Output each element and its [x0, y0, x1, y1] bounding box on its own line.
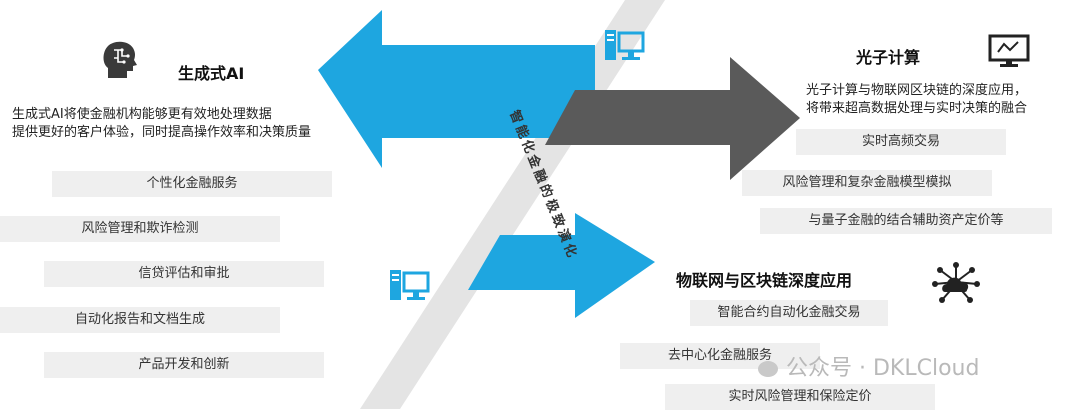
computer-icon-bottom: [390, 270, 430, 300]
right-top-desc-line1: 光子计算与物联网区块链的深度应用，: [806, 83, 1028, 98]
monitor-icon: [988, 34, 1030, 67]
left-item-1: 个性化金融服务: [52, 171, 332, 197]
left-title: 生成式AI: [178, 64, 245, 83]
brain-head-icon: [103, 41, 137, 78]
left-item-3: 信贷评估和审批: [44, 261, 324, 287]
wechat-logo-icon: [758, 361, 778, 377]
right-bottom-title: 物联网与区块链深度应用: [676, 271, 853, 290]
right-bottom-item-1: 智能合约自动化金融交易: [690, 300, 888, 326]
right-top-title: 光子计算: [856, 48, 921, 67]
right-bottom-item-2: 去中心化金融服务: [620, 343, 820, 369]
watermark-text: 公众号 · DKLCloud: [786, 356, 980, 381]
left-desc-line2: 提供更好的客户体验，同时提高操作效率和决策质量: [12, 125, 312, 140]
left-item-2: 风险管理和欺诈检测: [0, 216, 280, 242]
watermark: 公众号 · DKLCloud: [758, 350, 979, 382]
right-top-arrow: [545, 57, 800, 180]
right-top-item-1: 实时高频交易: [796, 129, 1006, 155]
computer-icon-top: [605, 30, 645, 60]
right-bottom-arrow: [468, 213, 655, 318]
right-top-item-3: 与量子金融的结合辅助资产定价等: [760, 208, 1052, 234]
left-desc-line1: 生成式AI将使金融机构能够更有效地处理数据: [12, 107, 272, 122]
cloud-network-icon: [932, 262, 980, 303]
left-item-4: 自动化报告和文档生成: [0, 307, 280, 333]
right-top-item-2: 风险管理和复杂金融模型模拟: [742, 170, 992, 196]
left-item-5: 产品开发和创新: [44, 352, 324, 378]
left-arrow: [318, 10, 595, 168]
right-top-desc-line2: 将带来超高数据处理与实时决策的融合: [806, 101, 1028, 116]
right-bottom-item-3: 实时风险管理和保险定价: [665, 384, 935, 410]
